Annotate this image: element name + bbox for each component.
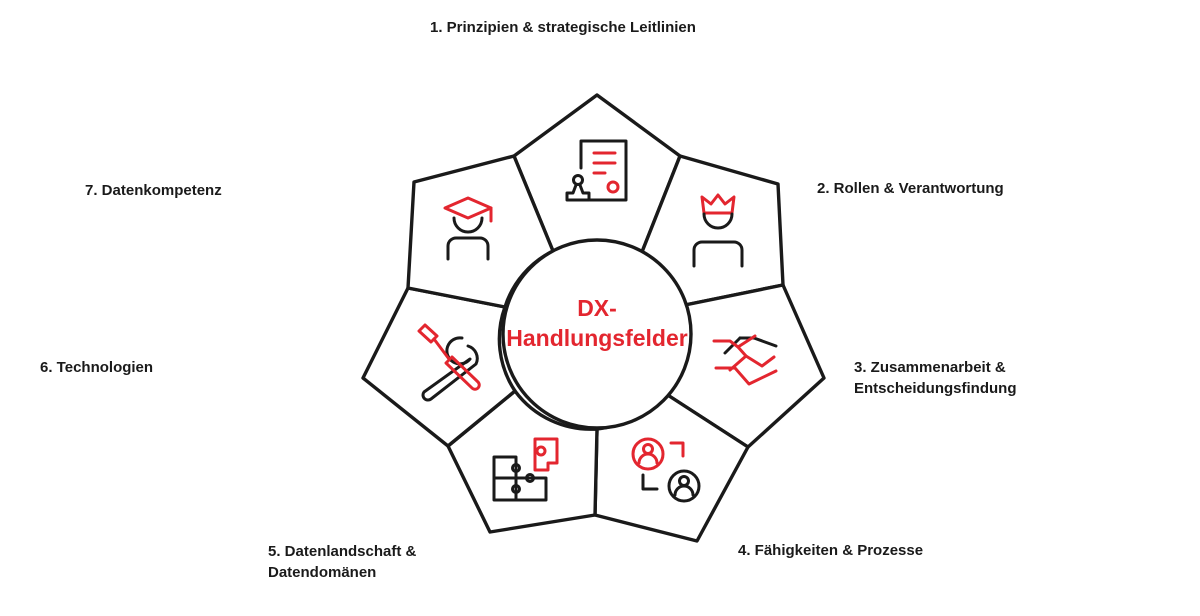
center-title-line-2: Handlungsfelder bbox=[506, 325, 688, 351]
tools-icon bbox=[417, 323, 481, 402]
handshake-icon bbox=[712, 334, 778, 386]
field-label-7-data-literacy: 7. Datenkompetenz bbox=[85, 180, 222, 201]
field-label-line: 5. Datenlandschaft & bbox=[268, 543, 417, 560]
field-label-line: Entscheidungsfindung bbox=[854, 380, 1017, 397]
field-label-4-capabilities: 4. Fähigkeiten & Prozesse bbox=[738, 540, 923, 561]
center-circle bbox=[501, 238, 693, 430]
field-label-1-principles: 1. Prinzipien & strategische Leitlinien bbox=[430, 17, 696, 38]
field-label-3-collaboration: 3. Zusammenarbeit & Entscheidungsfindung bbox=[854, 357, 1017, 399]
field-label-line: 1. Prinzipien & strategische Leitlinien bbox=[430, 19, 696, 36]
puzzle-icon bbox=[492, 437, 559, 502]
person-exchange-icon bbox=[631, 437, 701, 503]
field-label-2-roles: 2. Rollen & Verantwortung bbox=[817, 178, 1004, 199]
center-title-line-1: DX- bbox=[577, 295, 617, 321]
field-label-5-data-landscape: 5. Datenlandschaft & Datendomänen bbox=[268, 541, 416, 583]
field-label-line: 2. Rollen & Verantwortung bbox=[817, 180, 1004, 197]
graduate-person-icon bbox=[443, 196, 493, 261]
field-label-line: 4. Fähigkeiten & Prozesse bbox=[738, 542, 924, 559]
field-label-line: 6. Technologien bbox=[40, 359, 154, 376]
field-label-line: Datendomänen bbox=[268, 564, 377, 581]
field-label-line: 7. Datenkompetenz bbox=[85, 182, 222, 199]
crowned-person-icon bbox=[692, 193, 744, 268]
field-label-6-technologies: 6. Technologien bbox=[40, 357, 153, 378]
document-stamp-icon bbox=[565, 139, 628, 202]
field-label-line: 3. Zusammenarbeit & bbox=[854, 359, 1006, 376]
